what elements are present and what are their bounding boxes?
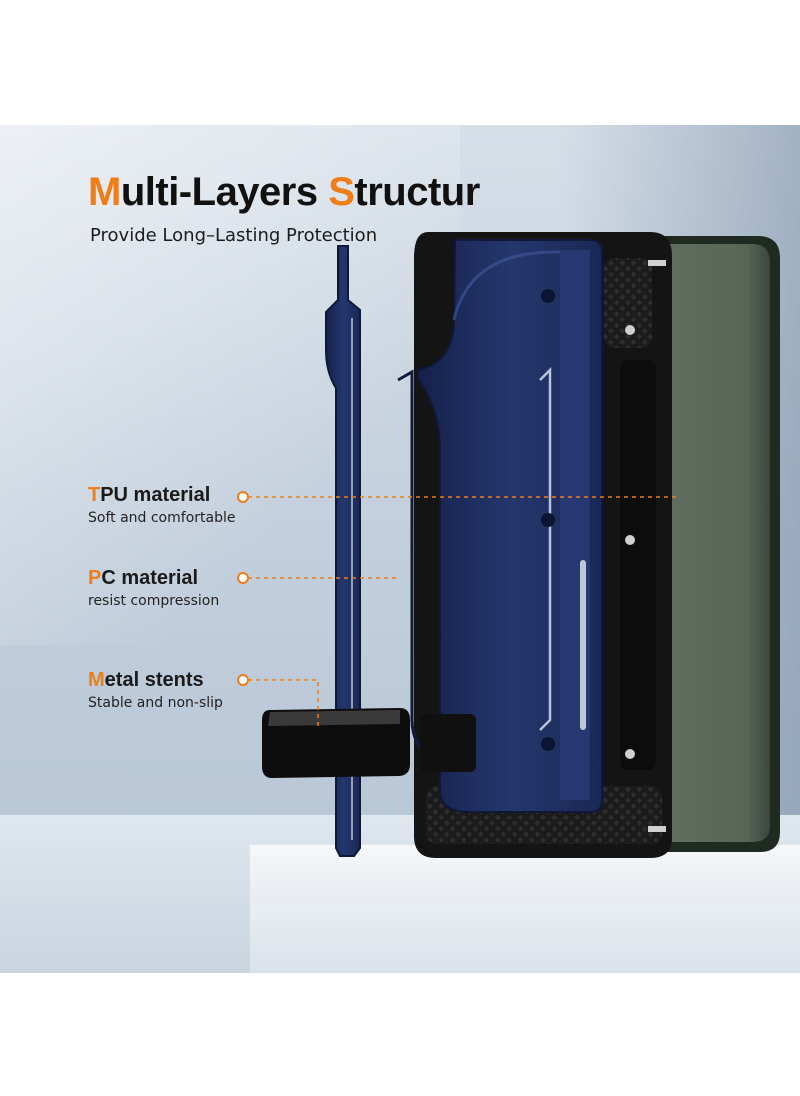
page-subheading: Provide Long–Lasting Protection xyxy=(90,225,378,246)
feature-title-initial: T xyxy=(88,484,101,506)
feature-title-initial: P xyxy=(88,567,102,589)
feature-title-rest: C material xyxy=(101,567,199,589)
heading-part-2: tructur xyxy=(354,170,480,214)
feature-metal-stents: Metal stents Stable and non-slip xyxy=(88,668,223,712)
callout-dots xyxy=(237,491,249,686)
feature-description: Soft and comfortable xyxy=(88,510,236,526)
feature-title: Metal stents xyxy=(88,668,223,692)
callout-lines xyxy=(248,496,680,730)
heading-part-1: ulti-Layers xyxy=(120,170,329,214)
callout-dot-tpu xyxy=(237,491,249,503)
feature-title-rest: PU material xyxy=(100,484,211,506)
heading-letter-m: M xyxy=(88,170,121,214)
feature-description: resist compression xyxy=(88,593,220,609)
feature-title: TPU material xyxy=(88,483,235,507)
pc-shell xyxy=(397,239,603,813)
metal-kickstand xyxy=(262,708,476,778)
feature-pc-material: PC material resist compression xyxy=(88,566,219,610)
feature-title: PC material xyxy=(88,566,219,590)
callout-dot-metal xyxy=(237,674,249,686)
feature-tpu-material: TPU material Soft and comfortable xyxy=(88,483,235,527)
callout-dot-pc xyxy=(237,572,249,584)
page-heading: Multi-Layers Structur xyxy=(88,170,480,215)
feature-title-initial: M xyxy=(88,669,105,691)
feature-title-rest: etal stents xyxy=(104,669,204,691)
wall-light-gradient xyxy=(0,125,460,645)
display-pedestal-front xyxy=(250,905,800,973)
feature-description: Stable and non-slip xyxy=(88,695,223,711)
bumper-top-grip xyxy=(604,258,652,348)
heading-letter-s: S xyxy=(328,170,355,214)
